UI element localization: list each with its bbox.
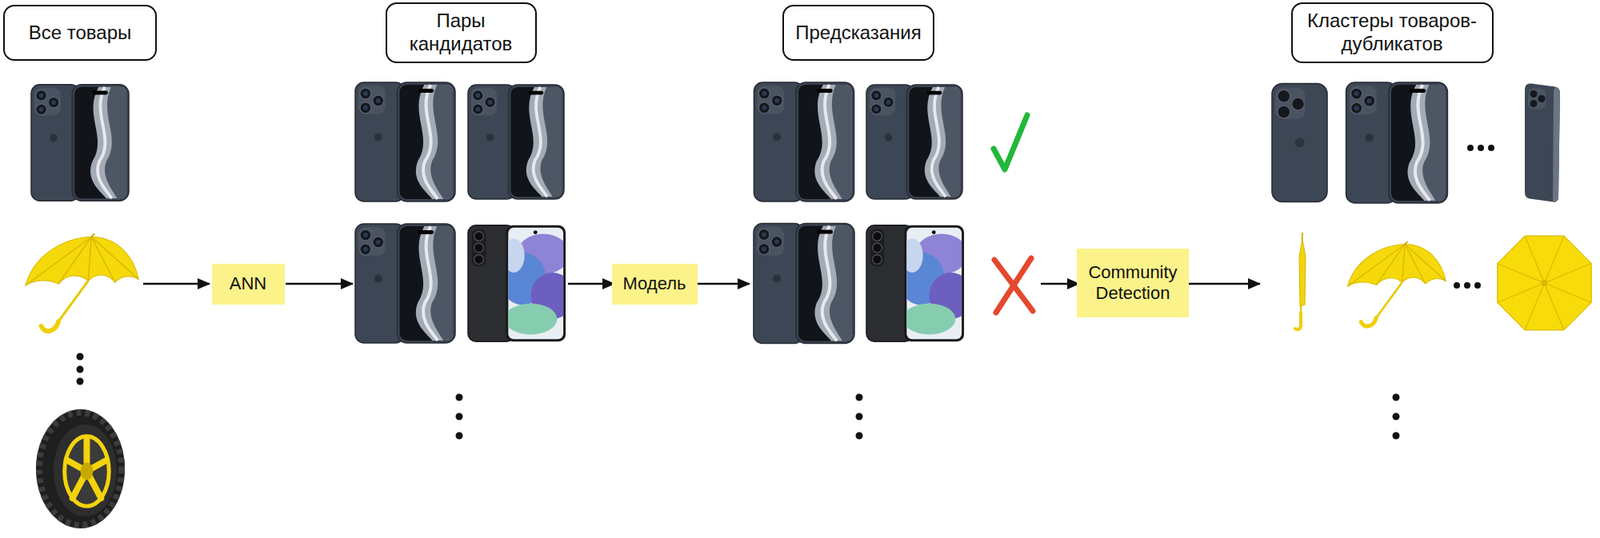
- phone-image: [1346, 82, 1448, 204]
- flow-arrow: [143, 283, 210, 286]
- ellipsis-dot: [1453, 282, 1460, 289]
- node-label: Community Detection: [1086, 262, 1180, 305]
- ellipsis-dot: [76, 366, 84, 374]
- flow-arrow: [1040, 283, 1080, 286]
- phone-image: [866, 84, 963, 200]
- umbrella-image: [25, 233, 139, 332]
- stage-header: Предсказания: [782, 4, 935, 61]
- process-box: Community Detection: [1076, 248, 1189, 318]
- flow-arrow: [695, 283, 750, 286]
- predictions: [753, 82, 1033, 440]
- stage-header: Все товары: [3, 4, 157, 61]
- umbrella-image: [1295, 232, 1306, 330]
- duplicate-clusters: [1272, 82, 1592, 440]
- ellipsis-dot: [1488, 144, 1495, 152]
- ellipsis-dot: [456, 413, 464, 421]
- node-label: Пары кандидатов: [399, 9, 523, 56]
- tire-image: [36, 409, 125, 529]
- phone-image: [468, 225, 575, 342]
- ellipsis-dot: [76, 353, 84, 361]
- phone-image: [753, 82, 854, 202]
- ellipsis-dot: [1392, 432, 1400, 440]
- phone-image: [31, 84, 129, 201]
- process-box: Модель: [612, 264, 698, 305]
- flow-arrow: [1187, 283, 1260, 286]
- phone-image: [753, 224, 855, 344]
- phone-image: [1524, 83, 1560, 202]
- node-label: Все товары: [14, 21, 146, 45]
- phone-image: [866, 225, 973, 342]
- ellipsis-dot: [1474, 282, 1481, 289]
- flow-arrow: [568, 283, 615, 286]
- phone-image: [468, 84, 564, 200]
- ellipsis-dot: [856, 413, 864, 421]
- node-label: Модель: [621, 273, 688, 295]
- check-mark: [993, 115, 1028, 170]
- stage-header: Кластеры товаров-дубликатов: [1291, 2, 1494, 64]
- node-label: ANN: [228, 273, 269, 295]
- flow-arrow: [285, 283, 353, 286]
- phone-image: [1272, 84, 1328, 203]
- cross-mark: [994, 258, 1033, 313]
- phone-image: [355, 82, 456, 202]
- ellipsis-dot: [856, 394, 864, 402]
- stage-header: Пары кандидатов: [385, 2, 537, 64]
- ellipsis-dot: [456, 394, 464, 402]
- umbrella-image: [1497, 236, 1592, 330]
- process-box: ANN: [212, 264, 285, 305]
- ellipsis-dot: [1464, 282, 1471, 289]
- ellipsis-dot: [1467, 144, 1474, 152]
- node-label: Предсказания: [793, 21, 924, 45]
- ellipsis-dot: [76, 378, 84, 386]
- ellipsis-dot: [1477, 144, 1484, 152]
- candidate-pairs: [355, 82, 575, 440]
- ellipsis-dot: [456, 432, 464, 440]
- ellipsis-dot: [1392, 413, 1400, 421]
- phone-image: [355, 224, 456, 344]
- ellipsis-dot: [856, 432, 864, 440]
- umbrella-image: [1347, 241, 1446, 327]
- ellipsis-dot: [1392, 394, 1400, 402]
- all-products: [25, 84, 139, 529]
- node-label: Кластеры товаров-дубликатов: [1300, 9, 1484, 56]
